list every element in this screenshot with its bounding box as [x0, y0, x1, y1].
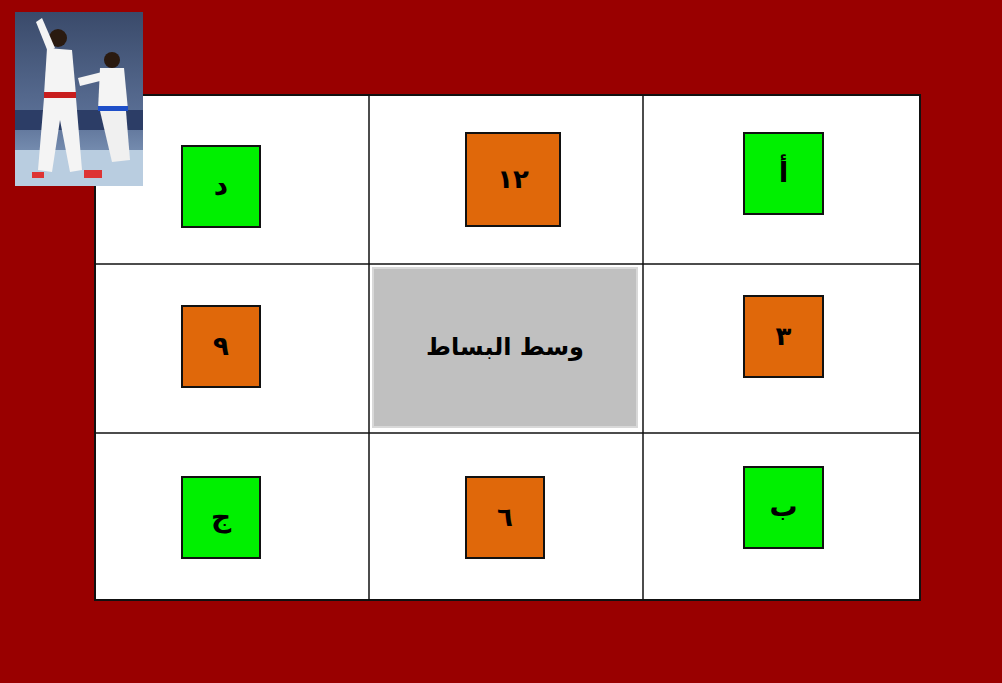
box-label: ج: [211, 502, 231, 533]
box-label: ٦: [497, 503, 513, 532]
position-number: ٩: [181, 305, 261, 388]
position-number: ١٢: [465, 132, 561, 227]
corner-marker: د: [181, 145, 261, 228]
box-label: ١٢: [497, 165, 529, 194]
corner-marker: أ: [743, 132, 824, 215]
fighter-left: [32, 18, 102, 178]
corner-marker: ج: [181, 476, 261, 559]
position-number: ٦: [465, 476, 545, 559]
mat-center: وسط البساط: [372, 267, 638, 428]
grid-line: [95, 263, 920, 265]
position-number: ٣: [743, 295, 824, 378]
box-label: ٩: [213, 332, 229, 361]
box-label: د: [214, 171, 228, 202]
box-label: ب: [769, 492, 797, 523]
corner-marker: ب: [743, 466, 824, 549]
fighter-right: [78, 52, 130, 162]
box-label: ٣: [776, 322, 792, 351]
grid-line: [642, 95, 644, 600]
mat-area: [95, 95, 920, 600]
grid-line: [95, 432, 920, 434]
grid-line: [368, 95, 370, 600]
box-label: أ: [779, 158, 789, 189]
photo-background: [15, 12, 143, 186]
box-label: وسط البساط: [426, 334, 584, 360]
